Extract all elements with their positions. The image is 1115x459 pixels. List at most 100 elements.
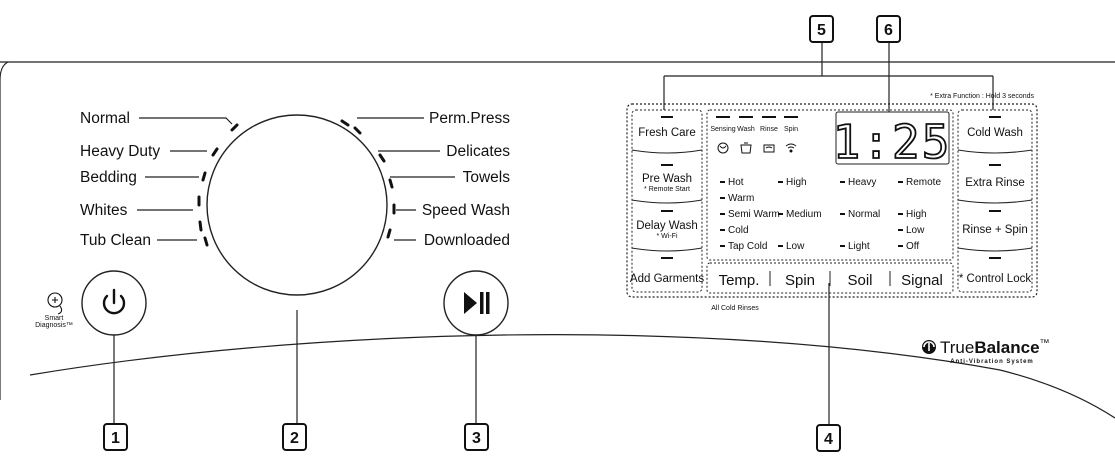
cycle-label[interactable]: Speed Wash: [422, 202, 510, 219]
brand-tm: ™: [1040, 338, 1050, 349]
truebalance-brand: TrueBalance™ Anti-Vibration System: [922, 338, 1050, 365]
display-panel: [626, 103, 1038, 298]
dial-tick: [198, 220, 203, 232]
status-label: Wash: [737, 126, 755, 133]
button-label: Add Garments: [630, 273, 704, 285]
option-label: Normal: [848, 209, 880, 220]
wash-icon: [740, 142, 752, 154]
dial-tick: [386, 228, 392, 239]
brand-name-part1: True: [940, 338, 974, 357]
center-display: [706, 109, 954, 261]
cycle-label[interactable]: Towels: [463, 169, 511, 186]
option-label: Warm: [728, 193, 754, 204]
sensing-icon: [717, 142, 729, 154]
control-panel: [0, 61, 1115, 419]
option-label: Off: [906, 241, 919, 252]
control-lock-button[interactable]: * Control Lock: [959, 257, 1031, 285]
dial-tick: [201, 171, 207, 182]
status-indicators: Sensing Wash Rinse Spin: [710, 116, 798, 154]
callout-6: 6: [876, 15, 901, 43]
soil-button[interactable]: Soil: [847, 272, 872, 289]
callout-number: 5: [817, 22, 826, 39]
add-garments-button[interactable]: Add Garments: [630, 257, 704, 285]
cycle-leader-lines: [137, 117, 455, 241]
dial-tick: [203, 236, 209, 247]
status-label: Spin: [784, 126, 798, 133]
temp-button[interactable]: Temp.: [719, 272, 760, 289]
smart-diagnosis-icon: [47, 292, 63, 315]
button-sublabel: * Wi-Fi: [657, 233, 678, 240]
truebalance-logo-icon: [922, 340, 936, 354]
option-label: High: [906, 209, 927, 220]
play-pause-icon: [464, 292, 490, 314]
rinse-icon: [763, 144, 775, 153]
cycle-label[interactable]: Normal: [80, 110, 130, 127]
dial-tick: [388, 178, 394, 189]
cycle-label[interactable]: Tub Clean: [80, 232, 151, 249]
cycle-label[interactable]: Downloaded: [424, 232, 510, 249]
option-label: Cold: [728, 225, 749, 236]
option-label: Low: [786, 241, 805, 252]
brand-name-part2: Balance: [974, 338, 1039, 357]
all-cold-rinses-note: All Cold Rinses: [711, 305, 759, 312]
smart-diagnosis: Smart Diagnosis™: [35, 292, 73, 329]
dial-tick: [340, 119, 350, 127]
temp-options: Hot Warm Semi Warm Cold Tap Cold: [720, 177, 780, 252]
time-display: 1:25: [832, 111, 952, 170]
cycle-dial[interactable]: [206, 114, 388, 296]
signal-button[interactable]: Signal: [901, 272, 943, 289]
left-option-buttons: Fresh Care Pre Wash * Remote Start Delay…: [630, 109, 704, 293]
brand-tagline: Anti-Vibration System: [950, 359, 1034, 365]
button-label: Fresh Care: [638, 127, 696, 139]
callout-5: 5: [809, 15, 834, 43]
start-pause-button[interactable]: [443, 270, 509, 336]
option-label: Remote: [906, 177, 941, 188]
selector-buttons: Temp. Spin Soil Signal: [706, 262, 954, 294]
callout-number: 1: [111, 430, 120, 447]
cycles-left: Normal Heavy Duty Bedding Whites Tub Cle…: [80, 110, 160, 249]
status-label: Sensing: [710, 126, 735, 133]
time-readout: 1:25: [833, 115, 952, 169]
signal-options: Remote High Low Off: [898, 177, 941, 252]
smart-diagnosis-label: Smart: [45, 315, 64, 322]
callout-number: 6: [884, 22, 893, 39]
cycle-label[interactable]: Whites: [80, 202, 128, 219]
callout-2: 2: [282, 423, 307, 451]
spin-button[interactable]: Spin: [785, 272, 815, 289]
cold-wash-button[interactable]: Cold Wash: [957, 116, 1033, 154]
callout-1: 1: [103, 423, 128, 451]
status-label: Rinse: [760, 126, 778, 133]
option-label: Heavy: [848, 177, 876, 188]
option-label: Medium: [786, 209, 822, 220]
rinse-spin-button[interactable]: Rinse + Spin: [957, 210, 1033, 252]
option-label: Tap Cold: [728, 241, 767, 252]
dial-tick: [378, 153, 386, 163]
cycle-label[interactable]: Bedding: [80, 169, 137, 186]
button-label: Rinse + Spin: [962, 224, 1028, 236]
cycles-right: Perm.Press Delicates Towels Speed Wash D…: [422, 110, 510, 249]
button-label: Cold Wash: [967, 127, 1023, 139]
callout-4: 4: [816, 424, 841, 452]
delay-wash-button[interactable]: Delay Wash * Wi-Fi: [631, 210, 703, 252]
extra-function-note: * Extra Function : Hold 3 seconds: [930, 93, 1034, 100]
callout-leader-lines: [113, 42, 994, 425]
wifi-icon: [785, 143, 797, 153]
button-label: Delay Wash: [636, 220, 698, 232]
callout-number: 2: [290, 430, 299, 447]
dial-tick: [211, 147, 219, 157]
cycle-label[interactable]: Delicates: [446, 143, 510, 160]
cycle-label[interactable]: Heavy Duty: [80, 143, 160, 160]
button-sublabel: * Remote Start: [644, 186, 690, 193]
smart-diagnosis-label: Diagnosis™: [35, 322, 73, 329]
pre-wash-button[interactable]: Pre Wash * Remote Start: [631, 164, 703, 204]
fresh-care-button[interactable]: Fresh Care: [631, 116, 703, 154]
callout-3: 3: [464, 423, 489, 451]
power-icon: [102, 288, 126, 315]
callout-number: 4: [824, 431, 833, 448]
option-label: Hot: [728, 177, 744, 188]
extra-rinse-button[interactable]: Extra Rinse: [957, 164, 1033, 204]
power-button[interactable]: [81, 270, 147, 336]
button-label: Extra Rinse: [965, 177, 1024, 189]
cycle-label[interactable]: Perm.Press: [429, 110, 510, 127]
callout-number: 3: [472, 430, 481, 447]
